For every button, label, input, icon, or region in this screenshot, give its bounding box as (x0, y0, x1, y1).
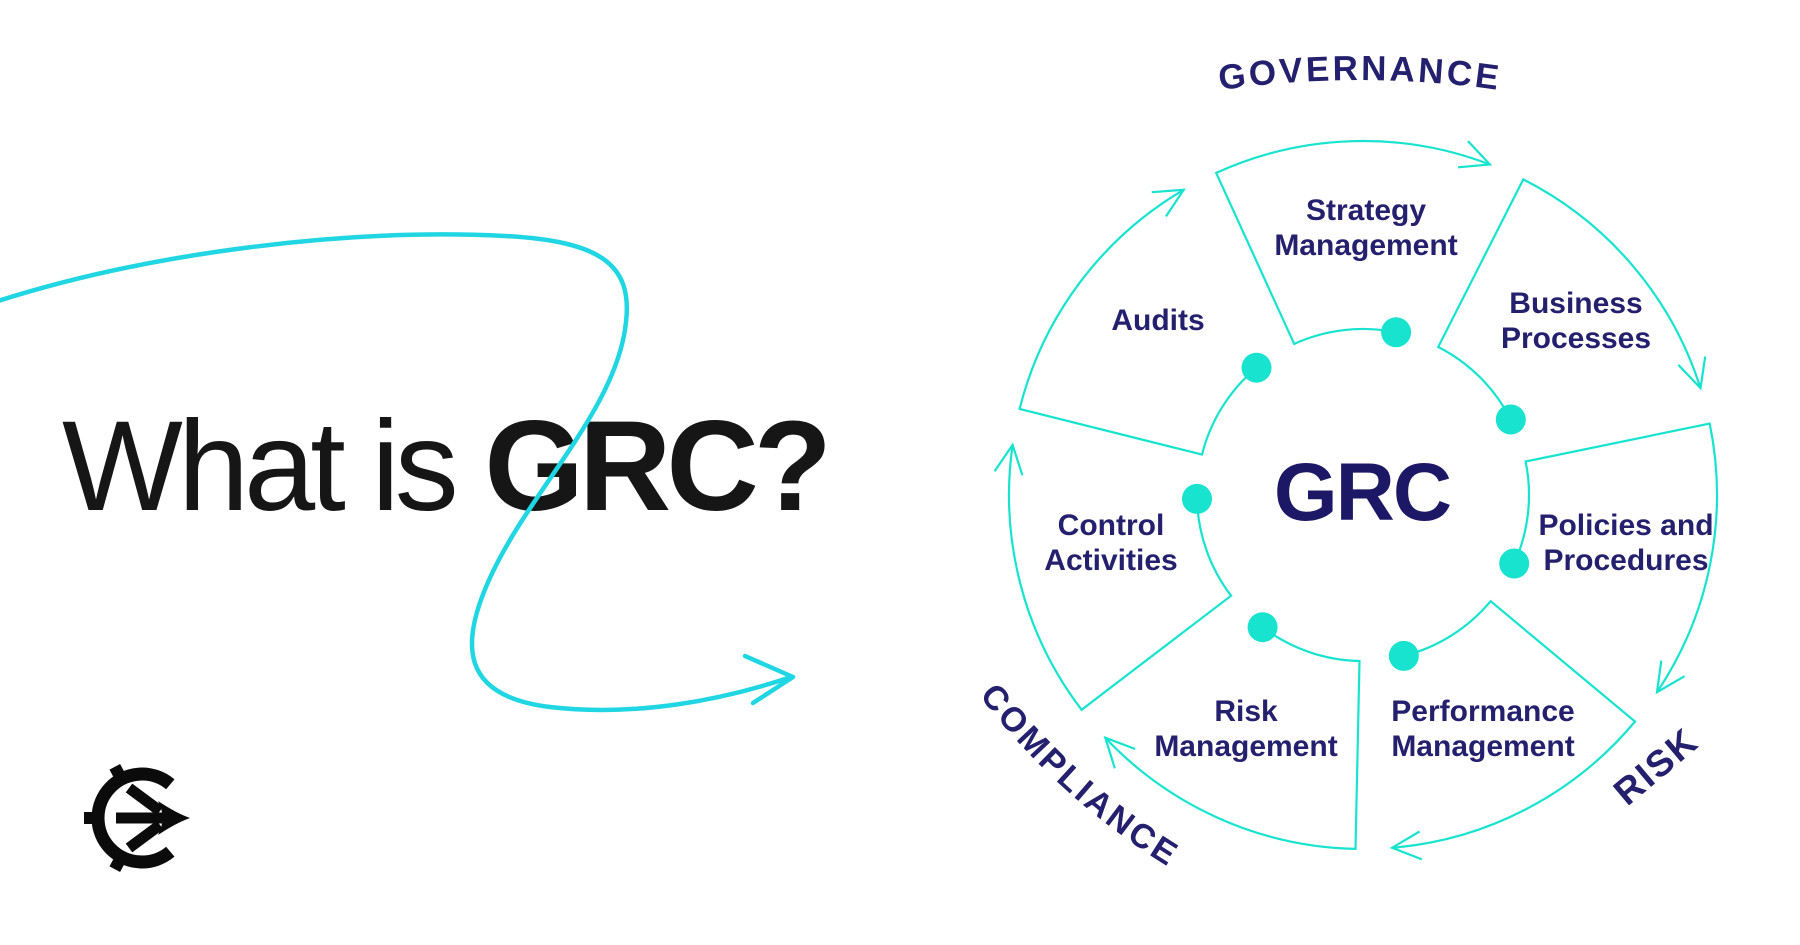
curved-swoosh-arrow-icon (0, 232, 796, 713)
segment-dot (1495, 404, 1526, 435)
segment-label: Audits (1111, 304, 1204, 337)
segment-arrowhead-icon (993, 442, 1024, 476)
ring-label-governance-text: GOVERNANCE (1216, 49, 1501, 98)
grc-wheel (993, 139, 1719, 861)
segment-arrowhead-icon (1151, 188, 1186, 218)
segment-dot (1182, 483, 1212, 514)
segment-outline (1214, 139, 1491, 346)
segment-dot (1381, 317, 1412, 348)
page-title-regular: What is (62, 395, 485, 538)
segment-label: Processes (1501, 322, 1651, 355)
segment-outline (1392, 599, 1637, 849)
segment-label: Management (1274, 229, 1457, 262)
segment-arrowhead-icon (1389, 830, 1423, 861)
segment-outline (1007, 444, 1233, 712)
segment-outline (1018, 188, 1258, 456)
wheel-center-label: GRC (1274, 447, 1450, 538)
segment-outline (1436, 177, 1702, 421)
segment-outline (1513, 422, 1719, 693)
segment-label: Policies and (1538, 509, 1713, 542)
segment-dot (1247, 612, 1278, 643)
segment-arrowhead-icon (1103, 735, 1136, 769)
page-title: What is GRC? (62, 403, 832, 531)
segment-label: Strategy (1306, 194, 1426, 227)
segment-label: Performance (1391, 695, 1574, 728)
segment-labels: Strategy Management Business Processes P… (1044, 194, 1713, 763)
ring-label-governance: GOVERNANCE (1216, 49, 1504, 98)
segment-label: Control (1058, 509, 1165, 542)
segment-arrowhead-icon (1677, 356, 1707, 391)
segment-outline (1104, 626, 1361, 851)
segment-dot (1499, 548, 1530, 579)
segment-dot (1388, 640, 1419, 671)
page-title-bold: GRC? (484, 395, 832, 538)
ring-label-risk: RISK (1606, 720, 1706, 813)
segment-arrowhead-icon (1457, 140, 1493, 169)
segment-arrowhead-icon (1655, 660, 1686, 695)
segment-label: Business (1509, 287, 1642, 320)
c-arrow-logo-icon (84, 763, 190, 873)
segment-label: Activities (1044, 544, 1177, 577)
segment-label: Management (1391, 730, 1574, 763)
segment-dot (1241, 352, 1272, 383)
segment-label: Procedures (1543, 544, 1708, 577)
segment-label: Risk (1214, 695, 1278, 728)
segment-label: Management (1154, 730, 1337, 763)
